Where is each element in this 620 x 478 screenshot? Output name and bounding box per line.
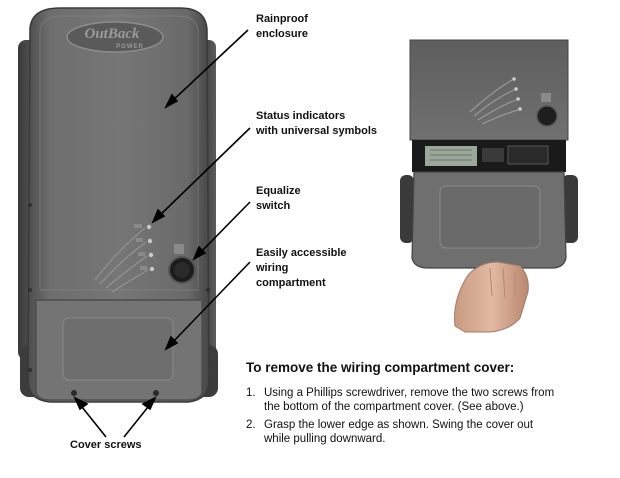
callout-equalize-switch: Equalize switch <box>256 184 301 214</box>
step-line: Grasp the lower edge as shown. Swing the… <box>264 419 534 431</box>
status-indicator-graphic <box>94 227 149 293</box>
callout-line: Equalize <box>256 185 301 197</box>
callout-line: enclosure <box>256 28 308 40</box>
callout-status-indicators: Status indicators with universal symbols <box>256 109 377 139</box>
callout-line: compartment <box>256 277 326 289</box>
callout-line: Cover screws <box>70 439 142 451</box>
callout-cover-screws: Cover screws <box>70 438 142 453</box>
callout-line: Easily accessible <box>256 247 347 259</box>
callout-line: wiring <box>256 262 289 274</box>
step-line: Using a Phillips screwdriver, remove the… <box>264 387 555 399</box>
callout-line: Rainproof <box>256 13 308 25</box>
instruction-step: 2. Grasp the lower edge as shown. Swing … <box>246 418 616 446</box>
step-text: Grasp the lower edge as shown. Swing the… <box>264 418 533 446</box>
callout-line: switch <box>256 200 291 212</box>
logo-text: OutBack <box>84 26 140 42</box>
step-text: Using a Phillips screwdriver, remove the… <box>264 386 554 414</box>
equalize-label-plate <box>174 244 184 254</box>
step-number: 2. <box>246 419 256 431</box>
status-leds <box>146 224 155 272</box>
instructions-title: To remove the wiring compartment cover: <box>246 360 515 375</box>
logo-badge <box>66 21 164 53</box>
photo-cover-removal <box>400 39 578 333</box>
callout-rainproof-enclosure: Rainproof enclosure <box>256 12 308 42</box>
hand <box>454 261 529 333</box>
callout-line: Status indicators <box>256 110 346 122</box>
instruction-step: 1. Using a Phillips screwdriver, remove … <box>246 386 616 414</box>
inverter-enclosure: OutBack POWER <box>18 7 218 403</box>
step-line: the bottom of the compartment cover. (Se… <box>264 401 524 413</box>
step-line: while pulling downward. <box>264 433 386 445</box>
callout-line: with universal symbols <box>256 125 378 137</box>
callout-arrows <box>73 29 251 438</box>
callout-wiring-compartment: Easily accessible wiring compartment <box>256 246 347 291</box>
step-number: 1. <box>246 387 256 399</box>
logo-subtext: POWER <box>116 44 144 50</box>
cover-panel-recess <box>62 317 174 381</box>
cover-screw-right <box>153 390 159 396</box>
removal-instructions: To remove the wiring compartment cover: … <box>246 360 616 450</box>
led-symbols <box>134 224 147 270</box>
cover-screw-left <box>71 390 77 396</box>
